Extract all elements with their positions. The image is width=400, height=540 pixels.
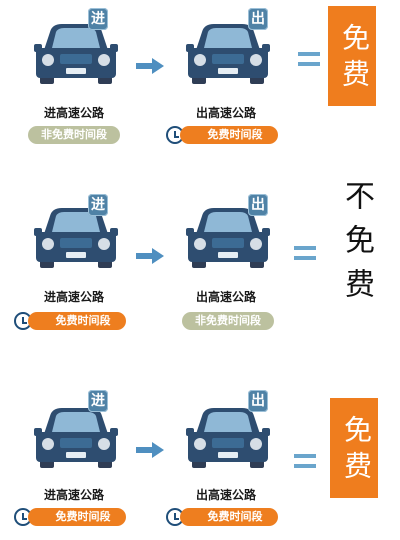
exit-period-pill: 免费时间段 (180, 126, 278, 144)
result-badge: 免费 (330, 398, 378, 498)
row-1: 进 进高速公路 非免费时间段 出 出高速公路 免费时间段 免费 (0, 0, 400, 170)
arrow-icon (136, 442, 164, 458)
car-exit (186, 22, 270, 84)
car-exit (186, 206, 270, 268)
car-enter (34, 406, 118, 468)
enter-label: 进高速公路 (43, 488, 104, 502)
enter-tag: 进 (88, 390, 108, 412)
car-icon (34, 408, 118, 468)
enter-label: 进高速公路 (43, 290, 104, 304)
car-icon (186, 24, 270, 84)
enter-period-pill: 非免费时间段 (28, 126, 120, 144)
row-2: 进 进高速公路 免费时间段 出 出高速公路 非免费时间段 不免费 (0, 180, 400, 350)
arrow-icon (136, 58, 164, 74)
exit-tag: 出 (248, 194, 268, 216)
exit-label: 出高速公路 (195, 290, 256, 304)
car-exit (186, 406, 270, 468)
car-icon (186, 208, 270, 268)
equals-sign (298, 52, 320, 66)
car-icon (34, 24, 118, 84)
enter-period-pill: 免费时间段 (28, 312, 126, 330)
enter-label: 进高速公路 (43, 106, 104, 120)
arrow-icon (136, 248, 164, 264)
equals-sign (294, 454, 316, 468)
exit-tag: 出 (248, 8, 268, 30)
car-enter (34, 22, 118, 84)
car-icon (34, 208, 118, 268)
exit-tag: 出 (248, 390, 268, 412)
car-icon (186, 408, 270, 468)
result-badge: 免费 (328, 6, 376, 106)
enter-tag: 进 (88, 8, 108, 30)
row-3: 进 进高速公路 免费时间段 出 出高速公路 免费时间段 免费 (0, 370, 400, 540)
enter-period-pill: 免费时间段 (28, 508, 126, 526)
result-text: 不免费 (339, 180, 374, 312)
exit-label: 出高速公路 (195, 106, 256, 120)
exit-period-pill: 非免费时间段 (182, 312, 274, 330)
equals-sign (294, 246, 316, 260)
exit-label: 出高速公路 (195, 488, 256, 502)
car-enter (34, 206, 118, 268)
clock-icon (14, 312, 32, 330)
exit-period-pill: 免费时间段 (180, 508, 278, 526)
enter-tag: 进 (88, 194, 108, 216)
